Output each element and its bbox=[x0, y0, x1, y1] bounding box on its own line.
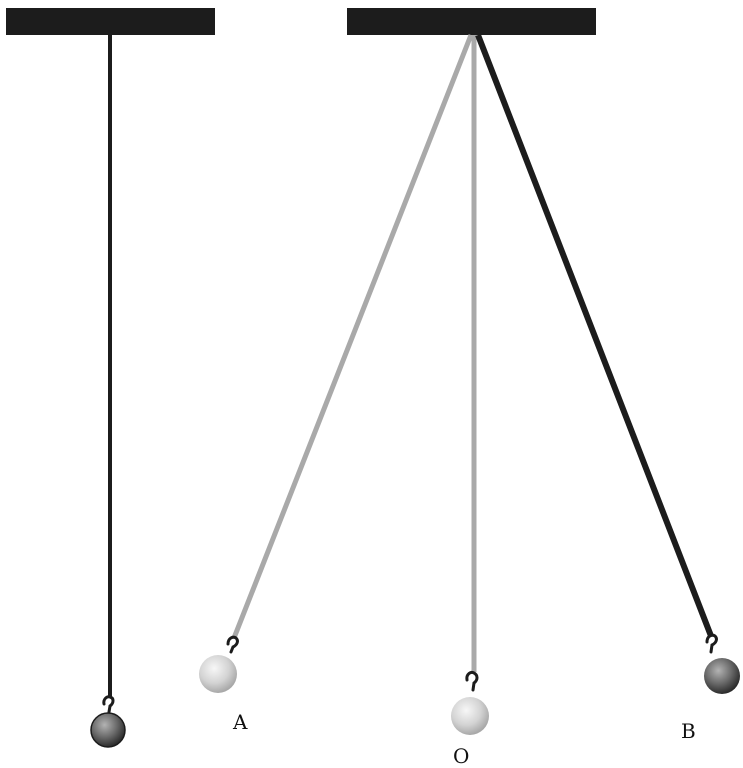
hook-position-b bbox=[705, 633, 718, 654]
label-position-o: O bbox=[453, 744, 470, 768]
right-support-bar bbox=[347, 8, 596, 35]
label-position-b: B bbox=[681, 719, 696, 743]
hook-position-o bbox=[465, 670, 479, 692]
bob-position-o bbox=[451, 697, 489, 735]
hook-position-a bbox=[226, 635, 239, 654]
string-to-position-b bbox=[475, 33, 714, 638]
label-position-a: A bbox=[233, 710, 248, 734]
bob-position-a bbox=[199, 655, 237, 693]
left-pendulum-bob bbox=[90, 712, 126, 748]
left-support-bar bbox=[6, 8, 215, 35]
string-to-position-a bbox=[231, 34, 474, 639]
left-pendulum-hook bbox=[102, 695, 115, 714]
bob-position-b bbox=[704, 658, 740, 694]
